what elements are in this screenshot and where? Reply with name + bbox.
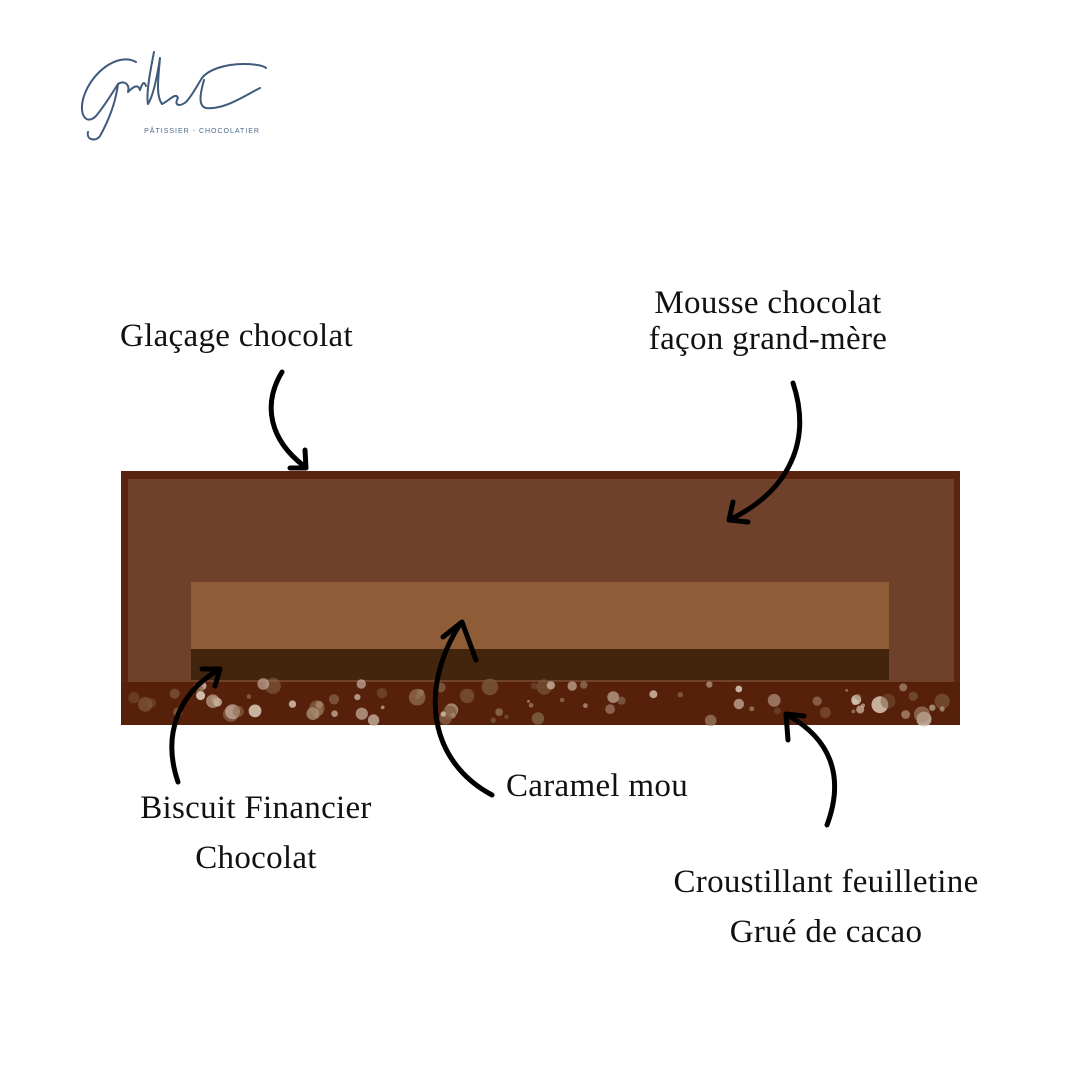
crumb bbox=[767, 693, 781, 707]
crumb bbox=[481, 678, 499, 696]
crumb bbox=[328, 694, 340, 705]
label-mousse-line-2: façon grand-mère bbox=[648, 320, 888, 357]
crumb bbox=[812, 696, 822, 706]
brand-tagline: PÂTISSIER - CHOCOLATIER bbox=[144, 128, 260, 135]
crumb bbox=[206, 694, 220, 708]
crumb bbox=[929, 704, 936, 711]
crumb bbox=[528, 703, 534, 708]
label-glacage-line-1: Glaçage chocolat bbox=[120, 318, 353, 354]
crumb bbox=[531, 712, 545, 725]
crumb bbox=[851, 694, 862, 705]
crumb bbox=[257, 678, 270, 690]
label-mousse: Mousse chocolat façon grand-mère bbox=[630, 285, 906, 357]
crumb bbox=[559, 697, 565, 703]
crumb bbox=[490, 717, 497, 724]
arrow-mousse bbox=[726, 380, 803, 525]
crumb bbox=[914, 706, 930, 723]
crumb bbox=[733, 698, 745, 710]
crumb bbox=[605, 704, 615, 714]
crumb bbox=[546, 681, 556, 690]
crumb bbox=[440, 711, 446, 717]
label-biscuit-line-2: Chocolat bbox=[195, 839, 317, 876]
label-croustillant-line-1: Croustillant feuilletine bbox=[673, 864, 979, 900]
crumb bbox=[735, 685, 743, 693]
crumb bbox=[607, 691, 620, 703]
crumb bbox=[306, 707, 320, 720]
crumb bbox=[354, 694, 361, 701]
crumb bbox=[677, 692, 683, 698]
crumb bbox=[459, 688, 475, 704]
arrow-caramel bbox=[432, 619, 495, 798]
label-biscuit-line-1: Biscuit Financier bbox=[140, 790, 372, 826]
crumb bbox=[232, 705, 244, 718]
crumb bbox=[704, 714, 717, 727]
crumb bbox=[367, 714, 380, 726]
crumb bbox=[649, 690, 658, 699]
caramel-layer bbox=[191, 582, 889, 649]
crumb bbox=[908, 691, 918, 701]
arrow-glacage bbox=[268, 369, 309, 471]
crumb bbox=[355, 707, 368, 720]
cacao-nib-crumbs bbox=[128, 677, 950, 727]
crumb bbox=[774, 707, 781, 715]
crumb bbox=[288, 700, 297, 708]
label-biscuit: Biscuit Financier Chocolat bbox=[118, 784, 394, 883]
crumb bbox=[495, 708, 503, 716]
crumb bbox=[169, 688, 180, 699]
crumb bbox=[450, 712, 456, 719]
crumb bbox=[583, 703, 588, 708]
crumb bbox=[851, 709, 856, 714]
crumb bbox=[380, 705, 385, 710]
crumb bbox=[331, 710, 338, 717]
crumb bbox=[567, 681, 577, 691]
crumb bbox=[248, 704, 262, 718]
crumb bbox=[376, 688, 388, 699]
label-croustillant: Croustillant feuilletine Grué de cacao bbox=[648, 858, 1004, 957]
crumb bbox=[939, 706, 945, 712]
crumb bbox=[138, 697, 153, 712]
label-glacage: Glaçage chocolat bbox=[120, 312, 368, 362]
crumb bbox=[855, 693, 862, 701]
crumb bbox=[580, 681, 588, 689]
biscuit-layer bbox=[191, 649, 889, 680]
crumb bbox=[527, 699, 530, 703]
crumb bbox=[408, 688, 426, 706]
label-caramel-line-1: Caramel mou bbox=[506, 768, 688, 804]
crumb bbox=[880, 693, 896, 709]
label-caramel: Caramel mou bbox=[506, 762, 706, 812]
arrow-biscuit bbox=[169, 666, 223, 785]
crumb bbox=[749, 706, 755, 712]
crumb bbox=[845, 688, 849, 692]
crumb bbox=[706, 681, 713, 688]
signature-logo-icon bbox=[80, 51, 267, 141]
arrow-croustillant bbox=[783, 711, 838, 828]
crumb bbox=[196, 691, 206, 701]
crumb bbox=[901, 710, 910, 719]
crumb bbox=[934, 693, 950, 709]
crumb bbox=[871, 696, 889, 714]
crumb bbox=[819, 707, 831, 718]
crumb bbox=[899, 683, 908, 692]
crumb bbox=[530, 682, 538, 690]
crumb bbox=[246, 694, 252, 699]
crumb bbox=[617, 696, 626, 705]
crumb bbox=[356, 679, 366, 689]
label-croustillant-line-2: Grué de cacao bbox=[729, 913, 923, 950]
label-mousse-line-1: Mousse chocolat bbox=[654, 285, 882, 321]
crumb bbox=[504, 714, 509, 720]
crumb bbox=[856, 705, 865, 714]
brand-logo bbox=[74, 44, 274, 144]
crumb bbox=[128, 692, 140, 704]
crumb bbox=[147, 698, 157, 708]
